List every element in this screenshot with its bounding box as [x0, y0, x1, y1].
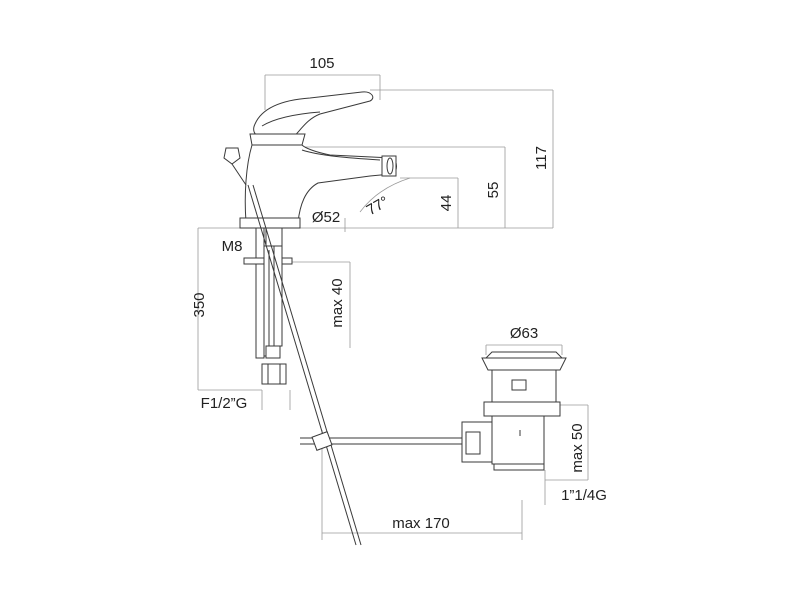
supply-hoses — [243, 227, 293, 385]
pop-up-rod — [247, 184, 468, 546]
label-max-50: max 50 — [569, 423, 586, 472]
label-height-55: 55 — [485, 182, 502, 199]
label-diameter-63: Ø63 — [510, 325, 538, 342]
label-thread-m8: M8 — [222, 238, 243, 255]
label-angle-77: 77° — [364, 193, 392, 219]
label-thread-f12g: F1/2”G — [201, 395, 248, 412]
label-length-350: 350 — [191, 292, 208, 317]
dimension-lines — [197, 74, 589, 540]
label-width-105: 105 — [309, 55, 334, 72]
label-thread-114g: 1”1/4G — [561, 487, 607, 504]
label-diameter-52: Ø52 — [312, 209, 340, 226]
label-height-117: 117 — [533, 146, 550, 170]
waste-fitting — [461, 351, 567, 471]
label-max-40: max 40 — [329, 278, 346, 327]
mixer-body — [223, 91, 397, 229]
dimension-labels: 105 117 55 44 77° Ø52 M8 350 max 40 F1/2… — [191, 55, 607, 532]
label-max-170: max 170 — [392, 515, 450, 532]
label-height-44: 44 — [438, 195, 455, 212]
